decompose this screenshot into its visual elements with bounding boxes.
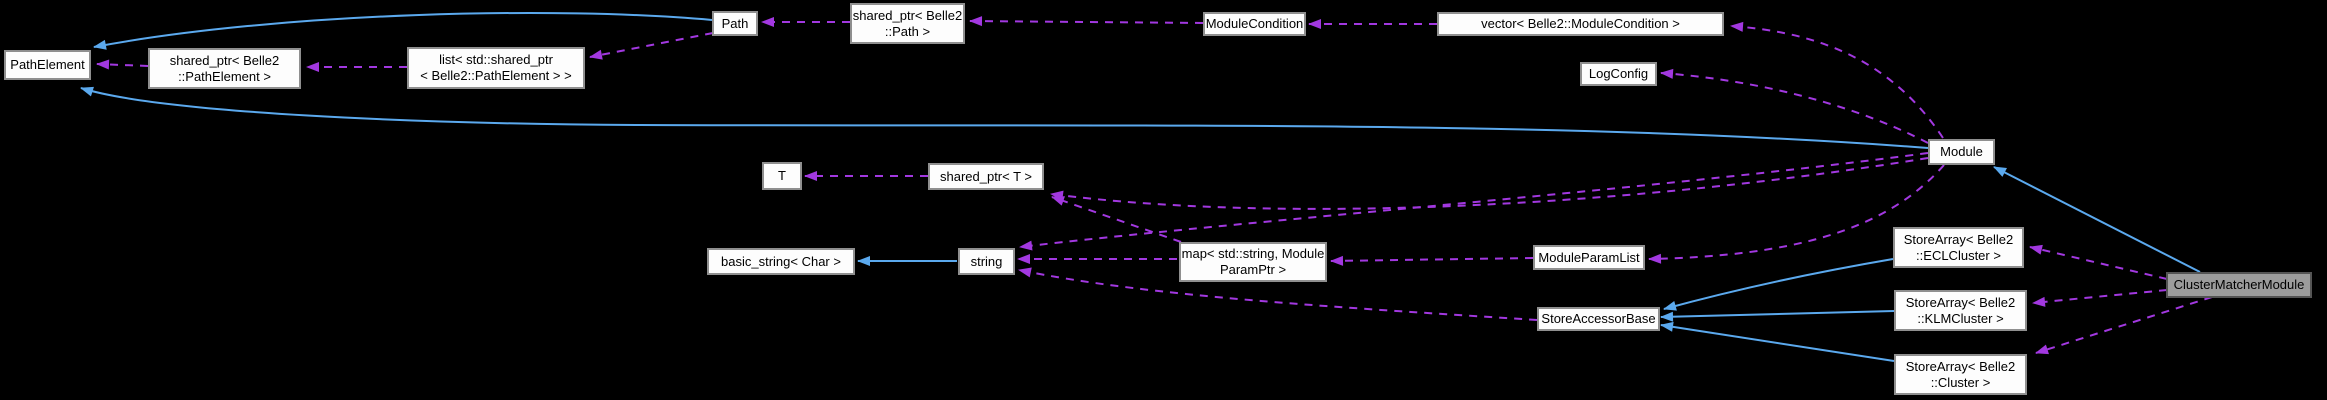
- node-list-shared-ptr-pathelement[interactable]: list< std::shared_ptr < Belle2::PathElem…: [407, 47, 585, 89]
- node-basic-string-char[interactable]: basic_string< Char >: [707, 248, 855, 275]
- node-map-moduleparamptr[interactable]: map< std::string, Module ParamPtr >: [1179, 242, 1327, 282]
- edge-path-to-list: [589, 32, 714, 60]
- node-label: shared_ptr< T >: [939, 168, 1033, 184]
- edge-module-to-string: [1019, 152, 1929, 251]
- node-label: shared_ptr< Belle2: [852, 7, 963, 23]
- node-label: map< std::string, Module: [1181, 246, 1325, 261]
- edge-storeaccessorbase-to-string: [1018, 267, 1538, 321]
- node-label: StoreAccessorBase: [1541, 311, 1656, 326]
- node-label: Path: [721, 15, 749, 31]
- node-label: < Belle2::PathElement > >: [420, 68, 572, 83]
- node-shared-ptr-pathelement[interactable]: shared_ptr< Belle2 ::PathElement >: [148, 48, 301, 89]
- edge-module-to-logconfig: [1660, 68, 1929, 144]
- edge-module-to-vector: [1730, 21, 1944, 139]
- node-logconfig[interactable]: LogConfig: [1580, 62, 1657, 86]
- node-label: shared_ptr< Belle2: [169, 52, 280, 68]
- node-t[interactable]: T: [762, 162, 802, 190]
- edge-path-to-pathelement: [93, 11, 713, 50]
- node-clustermatchermodule: ClusterMatcherModule: [2166, 272, 2312, 298]
- node-pathelement[interactable]: PathElement: [4, 50, 91, 80]
- node-label: ::Cluster >: [1930, 374, 1991, 390]
- node-storearray-cluster[interactable]: StoreArray< Belle2 ::Cluster >: [1894, 354, 2027, 395]
- node-label: ModuleParamList: [1538, 249, 1640, 265]
- node-label: string: [970, 253, 1003, 269]
- edge-cmm-to-klm: [2032, 289, 2168, 307]
- node-vector-modulecondition[interactable]: vector< Belle2::ModuleCondition >: [1437, 12, 1724, 36]
- node-label: StoreArray< Belle2: [1905, 294, 2016, 310]
- node-label: basic_string< Char >: [721, 253, 841, 269]
- edge-ecl-to-storeaccessorbase: [1663, 258, 1894, 311]
- node-storearray-eclcluster[interactable]: StoreArray< Belle2 ::ECLCluster >: [1893, 227, 2024, 268]
- edge-map-to-sharedptrt: [1051, 196, 1182, 243]
- edge-modulecondition-to-sppath: [969, 16, 1204, 27]
- node-string[interactable]: string: [958, 248, 1015, 275]
- edge-clustermatchermodule-to-module: [1993, 166, 2201, 273]
- edge-cmm-to-ecl: [2029, 244, 2168, 280]
- node-label: ::PathElement >: [178, 68, 271, 84]
- node-label: LogConfig: [1588, 66, 1649, 81]
- node-moduleparamlist[interactable]: ModuleParamList: [1533, 245, 1645, 270]
- node-modulecondition[interactable]: ModuleCondition: [1203, 12, 1306, 36]
- node-label: StoreArray< Belle2: [1905, 358, 2016, 374]
- node-shared-ptr-t[interactable]: shared_ptr< T >: [928, 163, 1044, 190]
- node-label: Module: [1940, 144, 1983, 159]
- node-label: T: [778, 168, 786, 183]
- node-storeaccessorbase[interactable]: StoreAccessorBase: [1537, 307, 1660, 331]
- node-label: ModuleCondition: [1205, 16, 1304, 31]
- node-label: vector< Belle2::ModuleCondition >: [1481, 16, 1680, 31]
- edge-module-to-pathelement: [80, 86, 1929, 149]
- node-label: list< std::shared_ptr: [439, 52, 553, 67]
- edge-klm-to-storeaccessorbase: [1660, 310, 1895, 322]
- edge-moduleparamlist-to-map: [1330, 255, 1534, 266]
- edge-module-to-moduleparamlist: [1648, 164, 1945, 264]
- node-label: PathElement: [10, 57, 85, 72]
- edge-sppathelement-to-pathelement: [96, 59, 149, 70]
- node-shared-ptr-path[interactable]: shared_ptr< Belle2 ::Path >: [850, 3, 965, 44]
- node-module[interactable]: Module: [1928, 139, 1995, 165]
- node-storearray-klmcluster[interactable]: StoreArray< Belle2 ::KLMCluster >: [1894, 290, 2027, 331]
- node-label: ::ECLCluster >: [1916, 247, 2001, 263]
- node-label: ParamPtr >: [1219, 262, 1287, 277]
- node-path[interactable]: Path: [712, 11, 758, 36]
- node-label: ::Path >: [884, 23, 931, 39]
- node-label: ::KLMCluster >: [1917, 310, 2004, 326]
- node-label: StoreArray< Belle2: [1903, 231, 2014, 247]
- edge-cluster-to-storeaccessorbase: [1660, 321, 1895, 362]
- edge-cmm-to-cluster: [2035, 296, 2213, 355]
- node-label: ClusterMatcherModule: [2173, 277, 2305, 292]
- edge-module-to-sharedptrt: [1050, 157, 1929, 210]
